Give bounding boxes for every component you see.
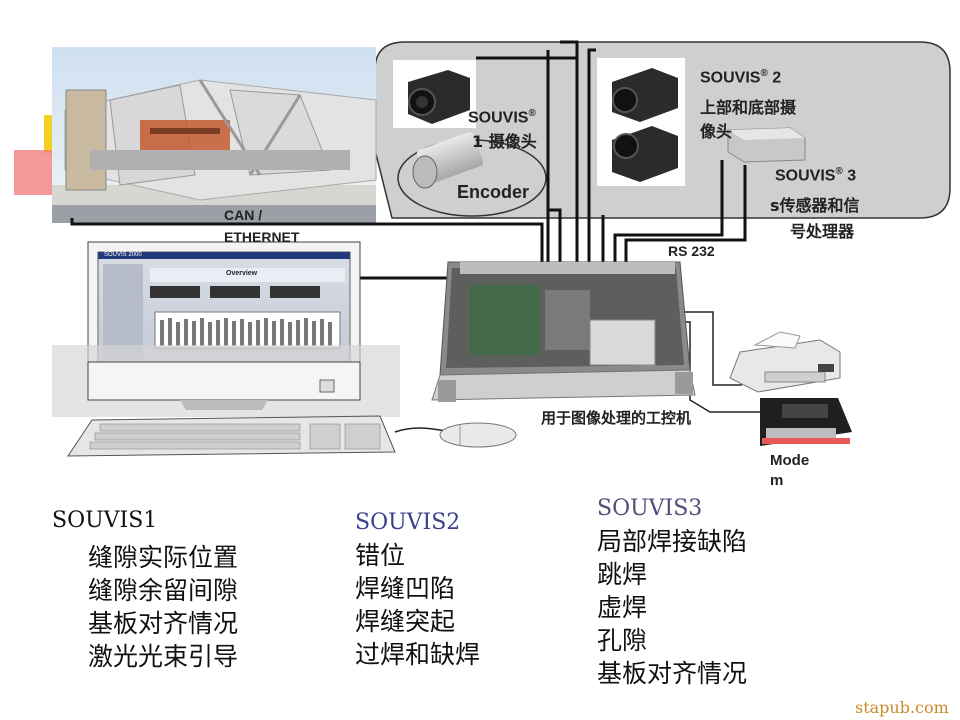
list-item: 虚焊 (597, 593, 648, 622)
souvis2-heading: SOUVIS2 (355, 510, 461, 535)
ipc-label: 用于图像处理的工控机 (541, 409, 692, 427)
list-item: 过焊和缺焊 (355, 640, 481, 669)
encoder-label: Encoder (457, 182, 530, 202)
list-item: 激光光束引导 (88, 642, 239, 671)
list-item: 焊缝突起 (355, 607, 456, 636)
souvis3-sublabel-1: s传感器和信 (770, 196, 860, 215)
souvis3-sensor-box (727, 127, 806, 163)
souvis1-camera (408, 70, 470, 124)
decor-red-square (14, 150, 54, 195)
can-ethernet-label-2: ETHERNET (224, 229, 300, 245)
list-item: 基板对齐情况 (88, 609, 239, 638)
souvis3-sublabel-2: 号处理器 (790, 222, 855, 241)
industrial-pc (431, 261, 696, 402)
monitor-app-title: SOUVIS 2000 (104, 252, 142, 258)
list-item: 错位 (355, 541, 406, 570)
souvis3-feature-list: SOUVIS3 局部焊接缺陷 跳焊 虚焊 孔隙 基板对齐情况 (597, 496, 747, 690)
printer (729, 331, 841, 393)
modem (760, 398, 852, 446)
list-item: 焊缝凹陷 (355, 574, 456, 603)
souvis2-bottom-camera (612, 126, 678, 182)
keyboard (67, 415, 396, 457)
list-item: 孔隙 (597, 626, 648, 655)
souvis1-feature-list: SOUVIS1 缝隙实际位置 缝隙余留间隙 基板对齐情况 激光光束引导 (52, 508, 238, 673)
souvis3-heading: SOUVIS3 (597, 496, 703, 521)
rs232-label: RS 232 (668, 243, 715, 259)
souvis2-sublabel-1: 上部和底部摄 (700, 98, 797, 117)
monitor-stand (87, 361, 361, 410)
souvis2-top-camera (612, 68, 678, 122)
modem-label-1: Mode (770, 452, 810, 469)
list-item: 基板对齐情况 (597, 659, 748, 688)
can-ethernet-label-1: CAN / (224, 207, 263, 223)
encoder-device (412, 131, 484, 189)
laser-welding-machine-photo (52, 47, 377, 223)
monitor-header: Overview (226, 270, 258, 277)
souvis2-feature-list: SOUVIS2 错位 焊缝凹陷 焊缝突起 过焊和缺焊 (355, 510, 480, 671)
souvis2-sublabel-2: 像头 (700, 122, 733, 141)
mouse (439, 422, 517, 448)
souvis1-label: SOUVIS® (468, 108, 536, 127)
list-item: 局部焊接缺陷 (597, 527, 748, 556)
list-item: 跳焊 (597, 560, 648, 589)
souvis2-label: SOUVIS® 2 (700, 68, 782, 87)
modem-label-2: m (770, 472, 784, 489)
souvis3-label: SOUVIS® 3 (775, 166, 857, 185)
list-item: 缝隙实际位置 (88, 543, 239, 572)
watermark: stapub.com (855, 698, 949, 717)
list-item: 缝隙余留间隙 (88, 576, 239, 605)
souvis1-heading: SOUVIS1 (52, 508, 158, 533)
souvis1-sublabel: 1 摄像头 (472, 132, 537, 151)
